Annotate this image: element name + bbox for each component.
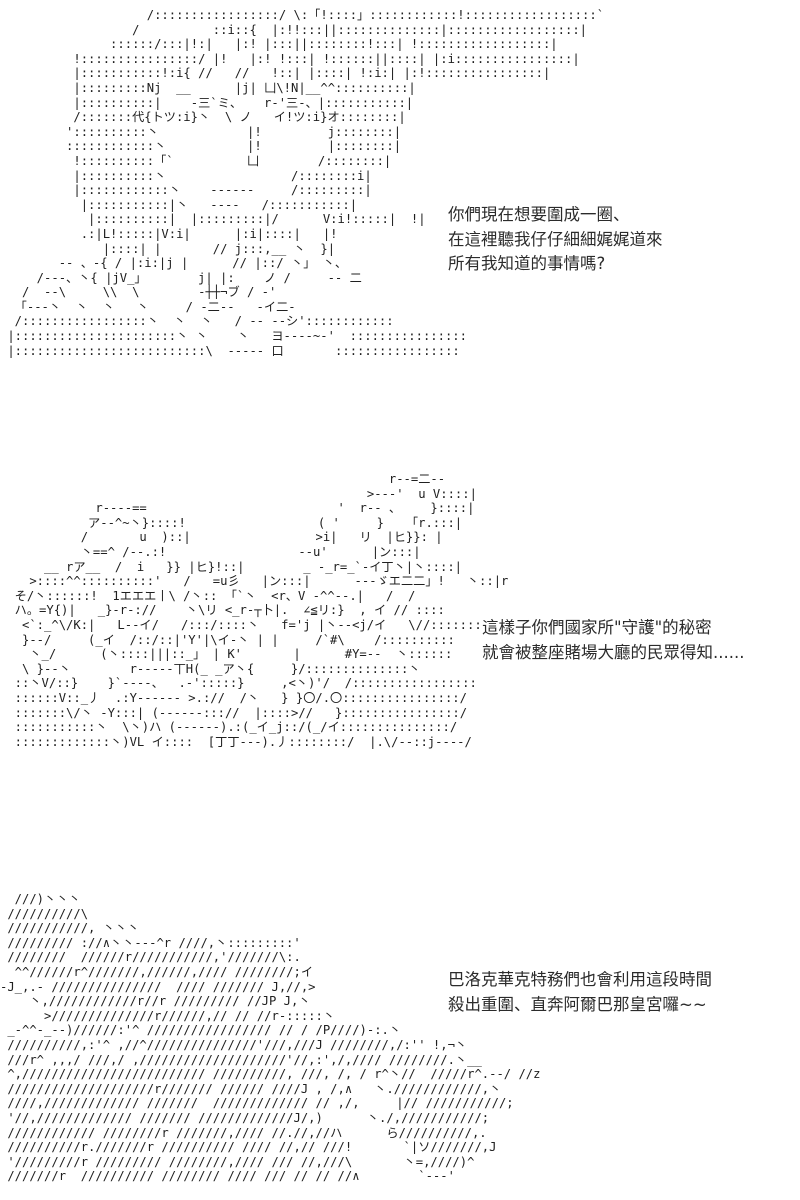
ascii-art-panel-3: ///)丶丶丶 //////////\ ///////////, 丶丶丶 ///… bbox=[0, 892, 541, 1184]
dialogue-text-panel-2: 這樣子你們國家所"守護"的秘密 就會被整座賭場大廳的民眾得知...... bbox=[482, 618, 745, 662]
ascii-art-panel-2: r‐‐=二‐‐ >‐‐‐' u V::::| r‐‐‐‐== ' r‐‐ 、 }… bbox=[14, 472, 509, 749]
dialogue-text-panel-3: 巴洛克華克特務們也會利用這段時間 殺出重圍、直奔阿爾巴那皇宮囉~~ bbox=[448, 970, 712, 1014]
ascii-art-panel-1: /:::::::::::::::::/ \:「!::::」:::::::::::… bbox=[7, 8, 605, 358]
dialogue-text-panel-1: 你們現在想要圍成一圈、 在這裡聽我仔仔細細娓娓道來 所有我知道的事情嗎? bbox=[448, 205, 663, 273]
